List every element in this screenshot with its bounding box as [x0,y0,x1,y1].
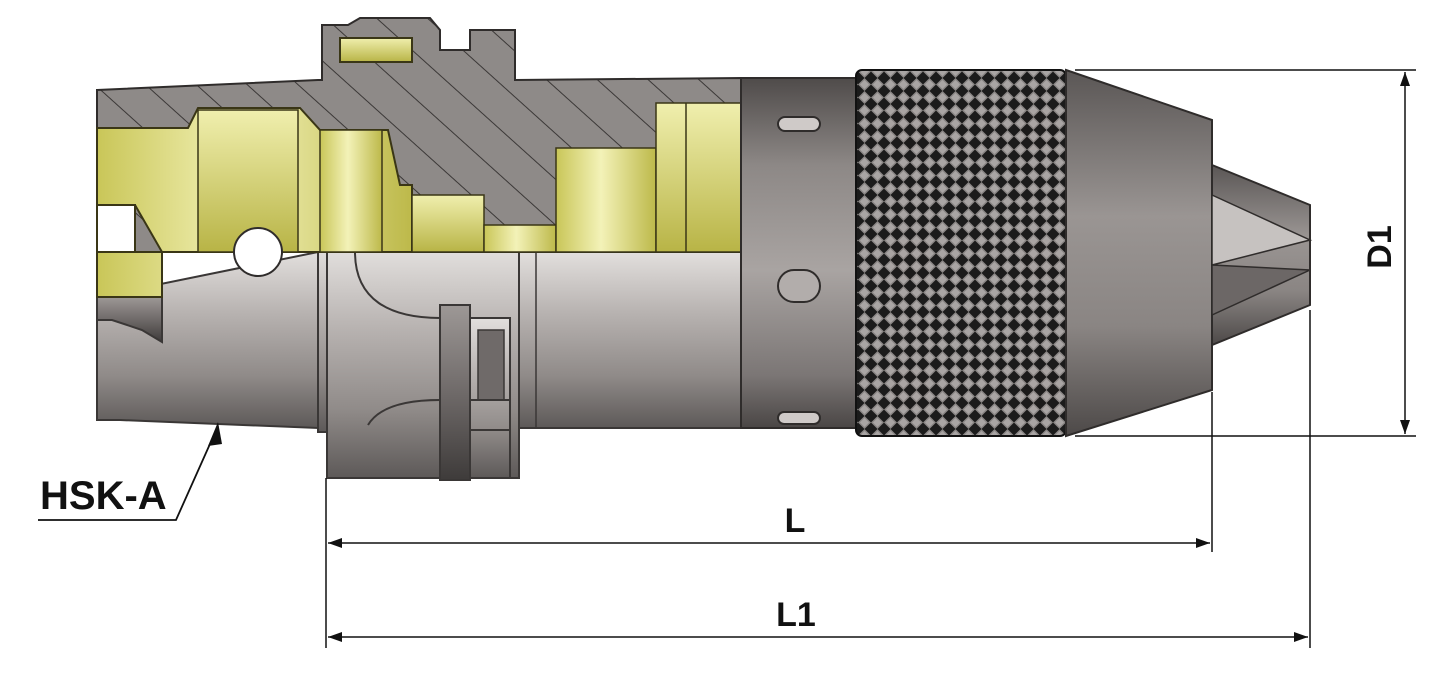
hsk-a-callout: HSK-A [38,422,222,521]
chuck-nose [1065,68,1313,438]
shank-section [96,17,742,298]
dimension-l-label: L [785,502,806,540]
chuck-body [740,77,857,429]
dimensions: L L1 D1 [325,69,1416,648]
dimension-d1-label: D1 [1361,225,1399,268]
dimension-l1-label: L1 [776,596,816,634]
hsk-a-label: HSK-A [40,474,167,518]
knurled-sleeve [855,69,1067,437]
shank-exterior [96,247,742,481]
